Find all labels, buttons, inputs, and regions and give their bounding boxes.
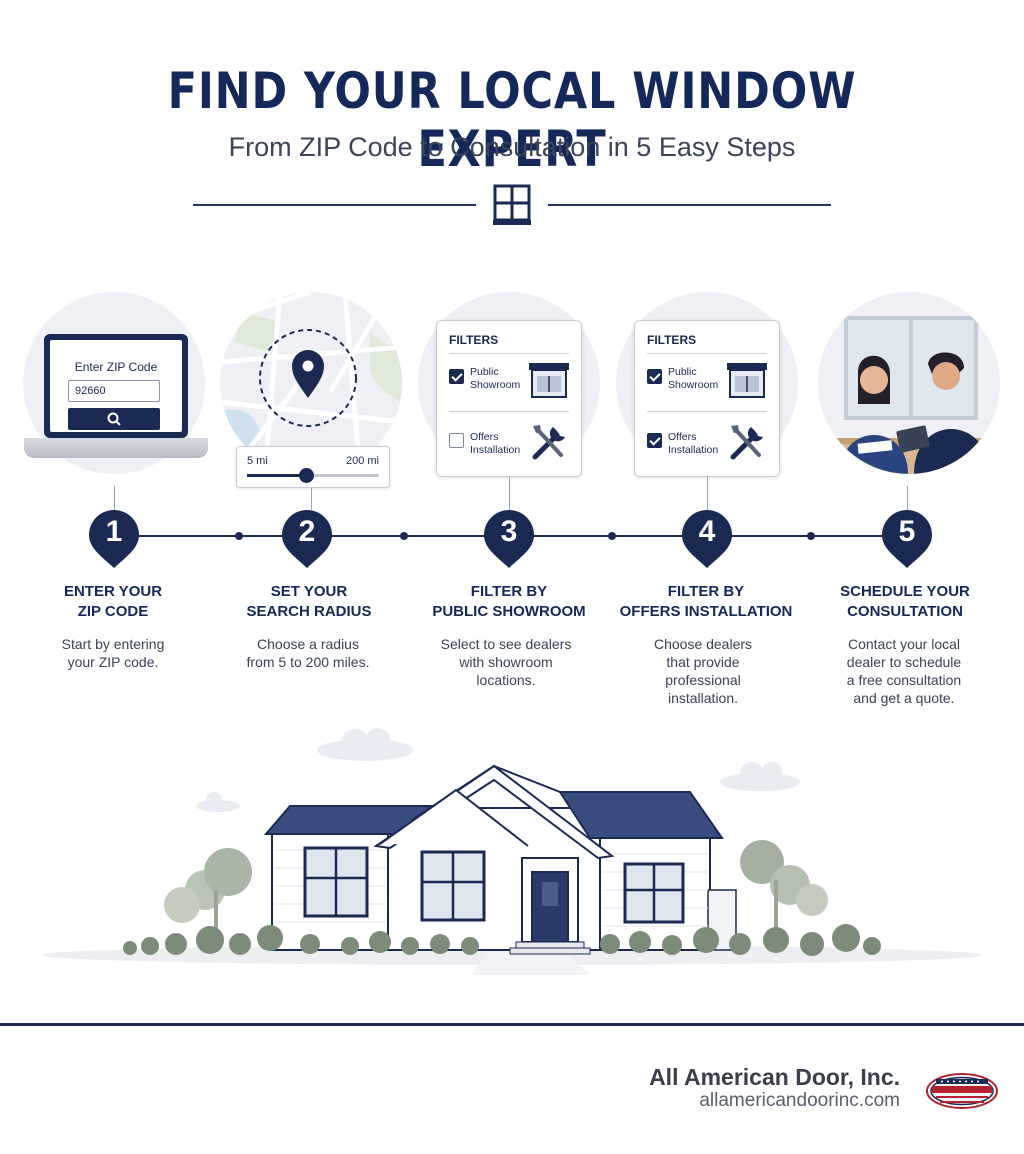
header-divider-left xyxy=(193,204,476,206)
filter-divider xyxy=(647,353,767,354)
step-number: 3 xyxy=(500,515,518,548)
step-2-marker xyxy=(282,510,332,568)
filter-divider xyxy=(449,353,569,354)
connector-line xyxy=(707,477,708,510)
slider-track xyxy=(247,468,379,483)
storefront-icon xyxy=(727,363,767,398)
filter-card-step4: FILTERS Public Showroom Offers Installat… xyxy=(634,320,780,477)
timeline-dot xyxy=(400,532,408,540)
window-icon xyxy=(493,184,531,225)
filter-heading: FILTERS xyxy=(647,333,697,347)
zip-search-button xyxy=(68,408,160,430)
step-number: 2 xyxy=(298,515,316,548)
map-illustration xyxy=(220,292,402,474)
timeline-dot xyxy=(807,532,815,540)
step-3-marker xyxy=(484,510,534,568)
company-url[interactable]: allamericandoorinc.com xyxy=(699,1090,900,1111)
offers-installation-checkbox xyxy=(647,433,662,448)
footer-divider xyxy=(0,1023,1024,1026)
public-showroom-label: Public Showroom xyxy=(668,366,719,391)
filter-heading: FILTERS xyxy=(449,333,499,347)
page-subtitle: From ZIP Code to Consultation in 5 Easy … xyxy=(228,132,796,162)
step-1-marker xyxy=(89,510,139,568)
offers-installation-label: Offers Installation xyxy=(668,431,719,456)
step-5-marker xyxy=(882,510,932,568)
zip-label: Enter ZIP Code xyxy=(74,360,158,374)
connector-line xyxy=(114,486,115,510)
slider-min-label: 5 mi xyxy=(247,455,268,467)
connector-line xyxy=(509,477,510,510)
flag-badge-icon xyxy=(926,1073,998,1109)
slider-knob xyxy=(299,468,315,483)
slider-max-label: 200 mi xyxy=(345,455,379,467)
step-4-marker xyxy=(682,510,732,568)
tools-icon xyxy=(532,425,565,460)
house-illustration xyxy=(42,728,982,975)
public-showroom-label: Public Showroom xyxy=(470,366,521,391)
tools-icon xyxy=(730,425,763,460)
public-showroom-checkbox xyxy=(647,369,662,384)
connector-line xyxy=(311,488,312,510)
page-title: FIND YOUR LOCAL WINDOW EXPERT xyxy=(167,62,857,178)
radius-slider: 5 mi 200 mi xyxy=(236,446,390,488)
step-number: 1 xyxy=(105,515,123,548)
storefront-icon xyxy=(529,363,569,398)
filter-divider xyxy=(647,411,767,412)
slider-fill xyxy=(247,474,307,477)
filter-divider xyxy=(449,411,569,412)
consultation-illustration xyxy=(818,292,1000,474)
connector-line xyxy=(907,486,908,510)
search-icon xyxy=(107,412,121,426)
header-divider-right xyxy=(548,204,831,206)
zip-input: 92660 xyxy=(68,380,160,402)
laptop-base xyxy=(24,438,208,458)
company-name: All American Door, Inc. xyxy=(649,1064,900,1090)
offers-installation-label: Offers Installation xyxy=(470,431,521,456)
filter-card-step3: FILTERS Public Showroom Offers Installat… xyxy=(436,320,582,477)
public-showroom-checkbox xyxy=(449,369,464,384)
step-number: 5 xyxy=(898,515,916,548)
step-number: 4 xyxy=(698,515,716,548)
timeline-dot xyxy=(608,532,616,540)
timeline-dot xyxy=(235,532,243,540)
laptop-illustration: Enter ZIP Code 92660 xyxy=(44,334,188,438)
offers-installation-checkbox xyxy=(449,433,464,448)
